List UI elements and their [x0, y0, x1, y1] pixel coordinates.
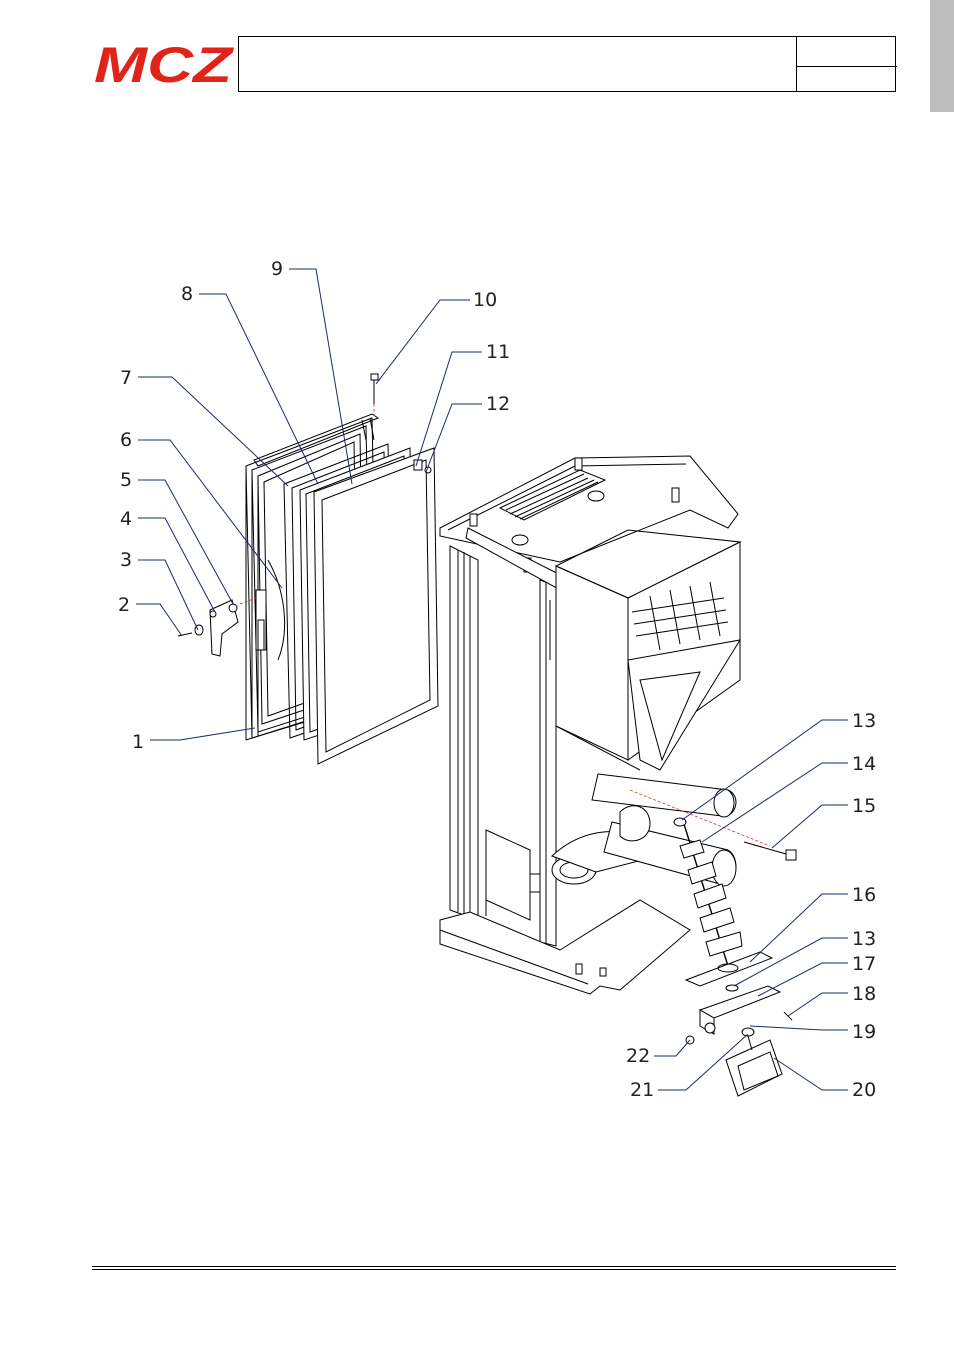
auger-screw-part	[673, 817, 743, 967]
callout-19: 19	[749, 1021, 876, 1043]
motor-bracket-part	[698, 984, 793, 1035]
door-handle-parts	[177, 597, 257, 657]
callout-13-lower: 13	[733, 928, 876, 987]
svg-text:3: 3	[120, 549, 132, 571]
callout-12: 12	[425, 393, 510, 473]
callout-14: 14	[701, 753, 876, 843]
footer-rule	[92, 1266, 896, 1270]
mcz-logo: MCZ	[94, 40, 234, 86]
gear-motor-part	[685, 1027, 783, 1097]
callout-7: 7	[120, 367, 289, 487]
auger-tube-part	[591, 773, 771, 887]
callout-1: 1	[132, 727, 256, 753]
callout-20: 20	[773, 1057, 876, 1101]
svg-text:19: 19	[852, 1021, 876, 1043]
svg-text:21: 21	[630, 1079, 654, 1101]
svg-text:5: 5	[120, 469, 132, 491]
pellet-hopper-part	[554, 529, 742, 771]
svg-text:1: 1	[132, 731, 144, 753]
callout-15: 15	[771, 795, 876, 849]
svg-text:9: 9	[271, 258, 283, 280]
svg-text:18: 18	[852, 983, 876, 1005]
bolt-part	[743, 841, 797, 861]
callout-2: 2	[118, 594, 183, 637]
callout-9: 9	[271, 258, 353, 485]
callout-5: 5	[120, 469, 234, 605]
header-ref-column	[796, 37, 897, 91]
language-tab	[930, 0, 954, 112]
svg-text:8: 8	[181, 283, 193, 305]
header-title-box	[238, 36, 897, 92]
svg-text:2: 2	[118, 594, 130, 616]
stove-body-part	[439, 455, 739, 995]
svg-text:13: 13	[852, 928, 876, 950]
svg-text:22: 22	[626, 1045, 650, 1067]
glass-frame-part	[313, 447, 439, 765]
callout-18: 18	[787, 983, 876, 1017]
callout-17: 17	[757, 953, 876, 997]
svg-text:4: 4	[120, 508, 132, 530]
callout-3: 3	[120, 549, 199, 631]
callout-21: 21	[630, 1033, 749, 1101]
motor-gasket-part	[684, 951, 774, 987]
svg-text:11: 11	[486, 341, 510, 363]
svg-text:7: 7	[120, 367, 132, 389]
svg-text:13: 13	[852, 710, 876, 732]
svg-text:10: 10	[473, 289, 497, 311]
svg-text:14: 14	[852, 753, 876, 775]
svg-text:12: 12	[486, 393, 510, 415]
callout-22: 22	[626, 1039, 691, 1067]
svg-text:6: 6	[120, 429, 132, 451]
callout-10: 10	[375, 289, 497, 385]
callout-4: 4	[120, 508, 216, 613]
callout-16: 16	[749, 884, 876, 963]
callout-6: 6	[120, 429, 283, 589]
brand-logo-text: MCZ	[94, 40, 234, 86]
callout-8: 8	[181, 283, 319, 485]
header-ref-divider	[797, 66, 897, 67]
door-hinge-pin	[370, 373, 379, 416]
svg-text:16: 16	[852, 884, 876, 906]
svg-text:15: 15	[852, 795, 876, 817]
svg-text:17: 17	[852, 953, 876, 975]
svg-text:20: 20	[852, 1079, 876, 1101]
callout-13-upper: 13	[681, 710, 876, 821]
callout-11: 11	[415, 341, 510, 467]
